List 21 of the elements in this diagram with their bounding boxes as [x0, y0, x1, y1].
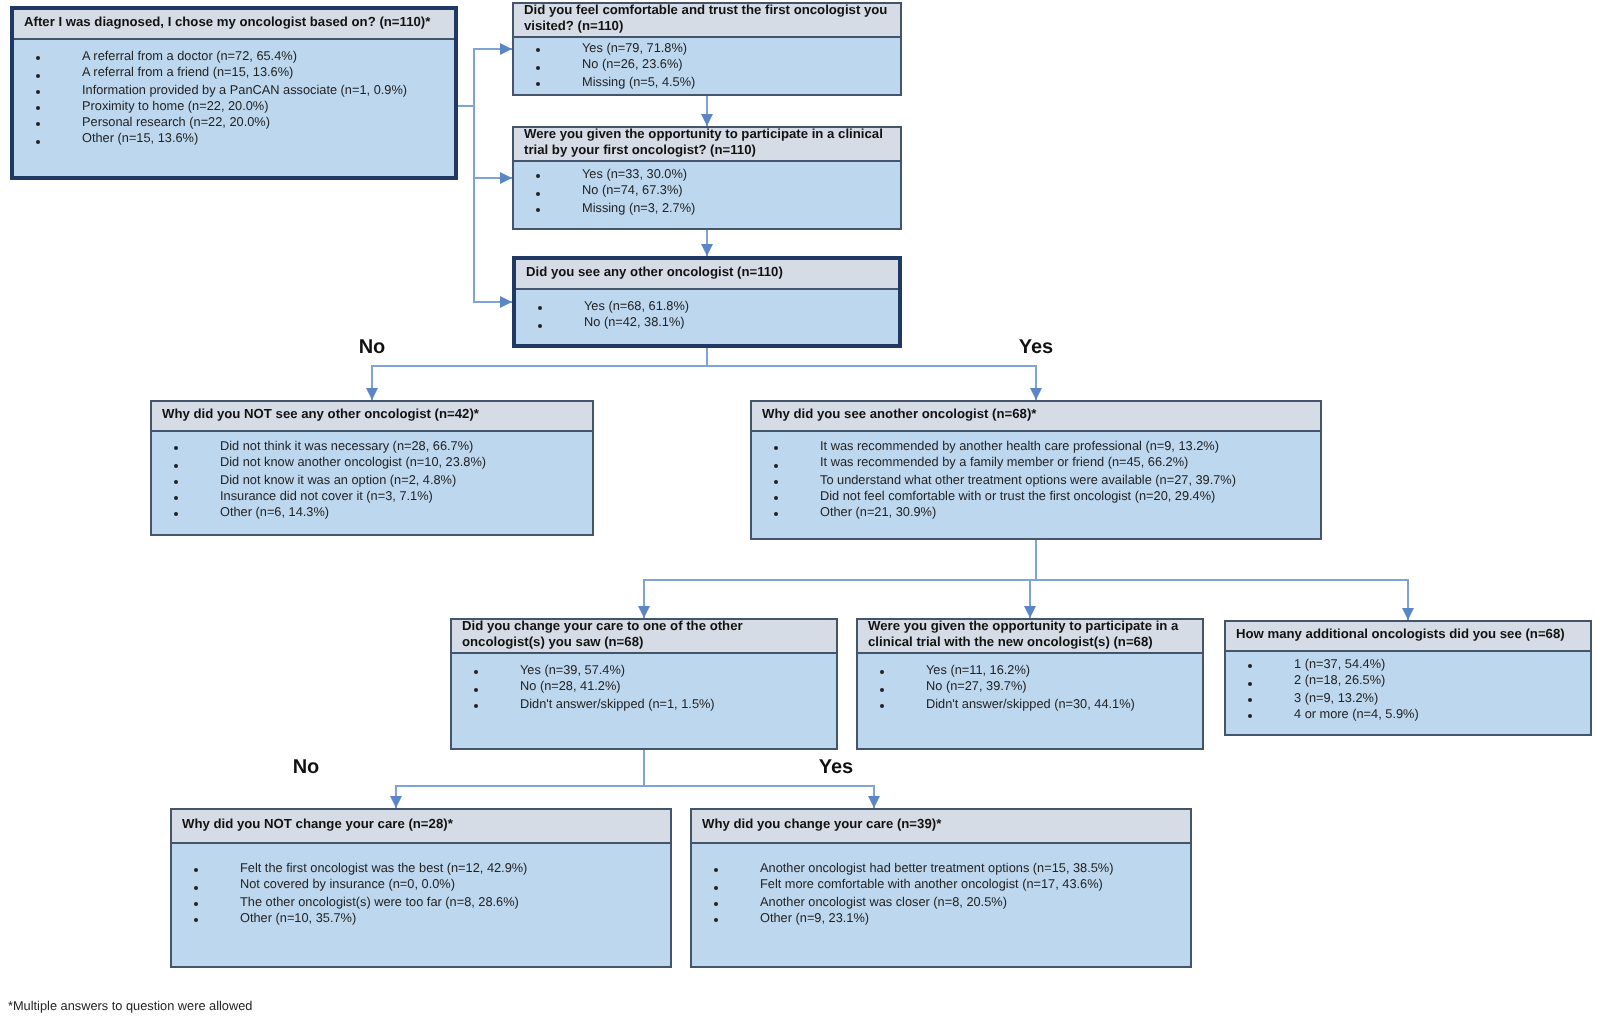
question-box — [512, 126, 902, 230]
arrow — [701, 229, 713, 257]
edge-label: Yes — [1014, 337, 1058, 359]
arrow — [701, 95, 713, 127]
arrow — [643, 749, 880, 809]
question-box — [170, 808, 672, 968]
edge-label: No — [288, 757, 324, 779]
question-box — [150, 400, 594, 536]
edge-label: Yes — [814, 757, 858, 779]
question-box — [1224, 620, 1592, 736]
question-box — [450, 618, 838, 750]
question-box — [512, 2, 902, 96]
question-box — [10, 6, 458, 180]
question-box — [856, 618, 1204, 750]
arrow — [1035, 539, 1414, 621]
edge-label: No — [354, 337, 390, 359]
arrow — [706, 347, 1042, 401]
question-box — [750, 400, 1322, 540]
question-box — [690, 808, 1192, 968]
question-box — [512, 256, 902, 348]
arrow — [457, 105, 513, 308]
